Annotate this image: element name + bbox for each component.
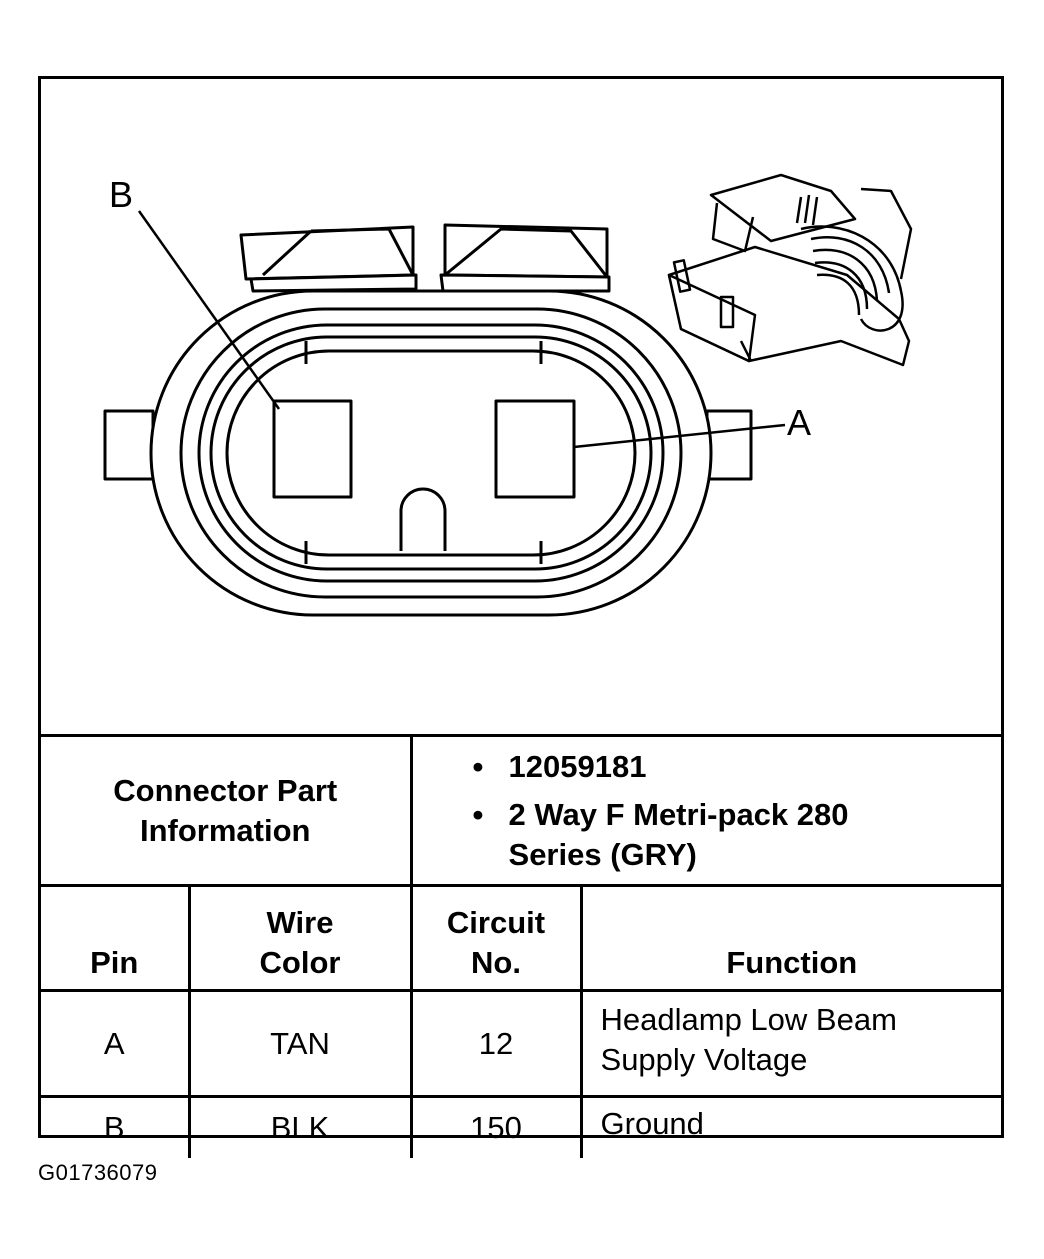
connector-3d-illustration (667, 173, 913, 367)
header-wire-color-text: Wire Color (259, 905, 341, 980)
diagram-frame: B A Connector Part Information 12059181 … (38, 76, 1004, 1158)
pin-b-cavity (272, 399, 353, 499)
header-circuit-no: Circuit No. (409, 884, 583, 992)
polarization-key (399, 487, 447, 551)
table-row: B BLK 150 Ground (41, 1095, 1002, 1158)
connector-part-number: 12059181 (473, 747, 1002, 787)
callout-label-b: B (109, 174, 133, 215)
header-circuit-no-text: Circuit No. (446, 905, 546, 980)
connector-info-label-text: Connector Part Information (113, 772, 338, 848)
pin-cell: B (41, 1095, 191, 1158)
header-wire-color: Wire Color (187, 884, 413, 992)
table-row: A TAN 12 Headlamp Low Beam Supply Voltag… (41, 989, 1002, 1098)
wire-color-cell: TAN (187, 989, 413, 1098)
circuit-no-cell: 150 (409, 1095, 583, 1158)
pin-a-cavity (494, 399, 576, 499)
circuit-no-cell: 12 (409, 989, 583, 1098)
connector-info-label: Connector Part Information (41, 734, 413, 887)
header-function: Function (579, 884, 1002, 992)
left-latch-tab (239, 225, 418, 293)
pin-cell: A (41, 989, 191, 1098)
figure-id: G01736079 (38, 1160, 158, 1185)
header-pin: Pin (41, 884, 191, 992)
callout-label-a: A (787, 402, 811, 443)
function-text: Headlamp Low Beam Supply Voltage (600, 1002, 897, 1077)
connector-body (149, 289, 713, 617)
connector-info-row: Connector Part Information 12059181 2 Wa… (41, 734, 1002, 887)
right-side-tab (705, 409, 753, 481)
connector-diagram: B A (103, 173, 913, 617)
function-cell: Headlamp Low Beam Supply Voltage (579, 989, 1002, 1098)
connector-description: 2 Way F Metri-pack 280 Series (GRY) (473, 795, 849, 875)
wire-color-cell: BLK (187, 1095, 413, 1158)
function-cell: Ground (579, 1095, 1002, 1158)
connector-table: Connector Part Information 12059181 2 Wa… (41, 734, 1002, 1158)
connector-info-values: 12059181 2 Way F Metri-pack 280 Series (… (409, 734, 1002, 887)
left-side-tab (103, 409, 155, 481)
callout-b-leader (137, 210, 281, 410)
callout-a-leader (573, 423, 786, 449)
column-header-row: Pin Wire Color Circuit No. Function (41, 884, 1002, 992)
right-latch-tab (439, 223, 611, 293)
